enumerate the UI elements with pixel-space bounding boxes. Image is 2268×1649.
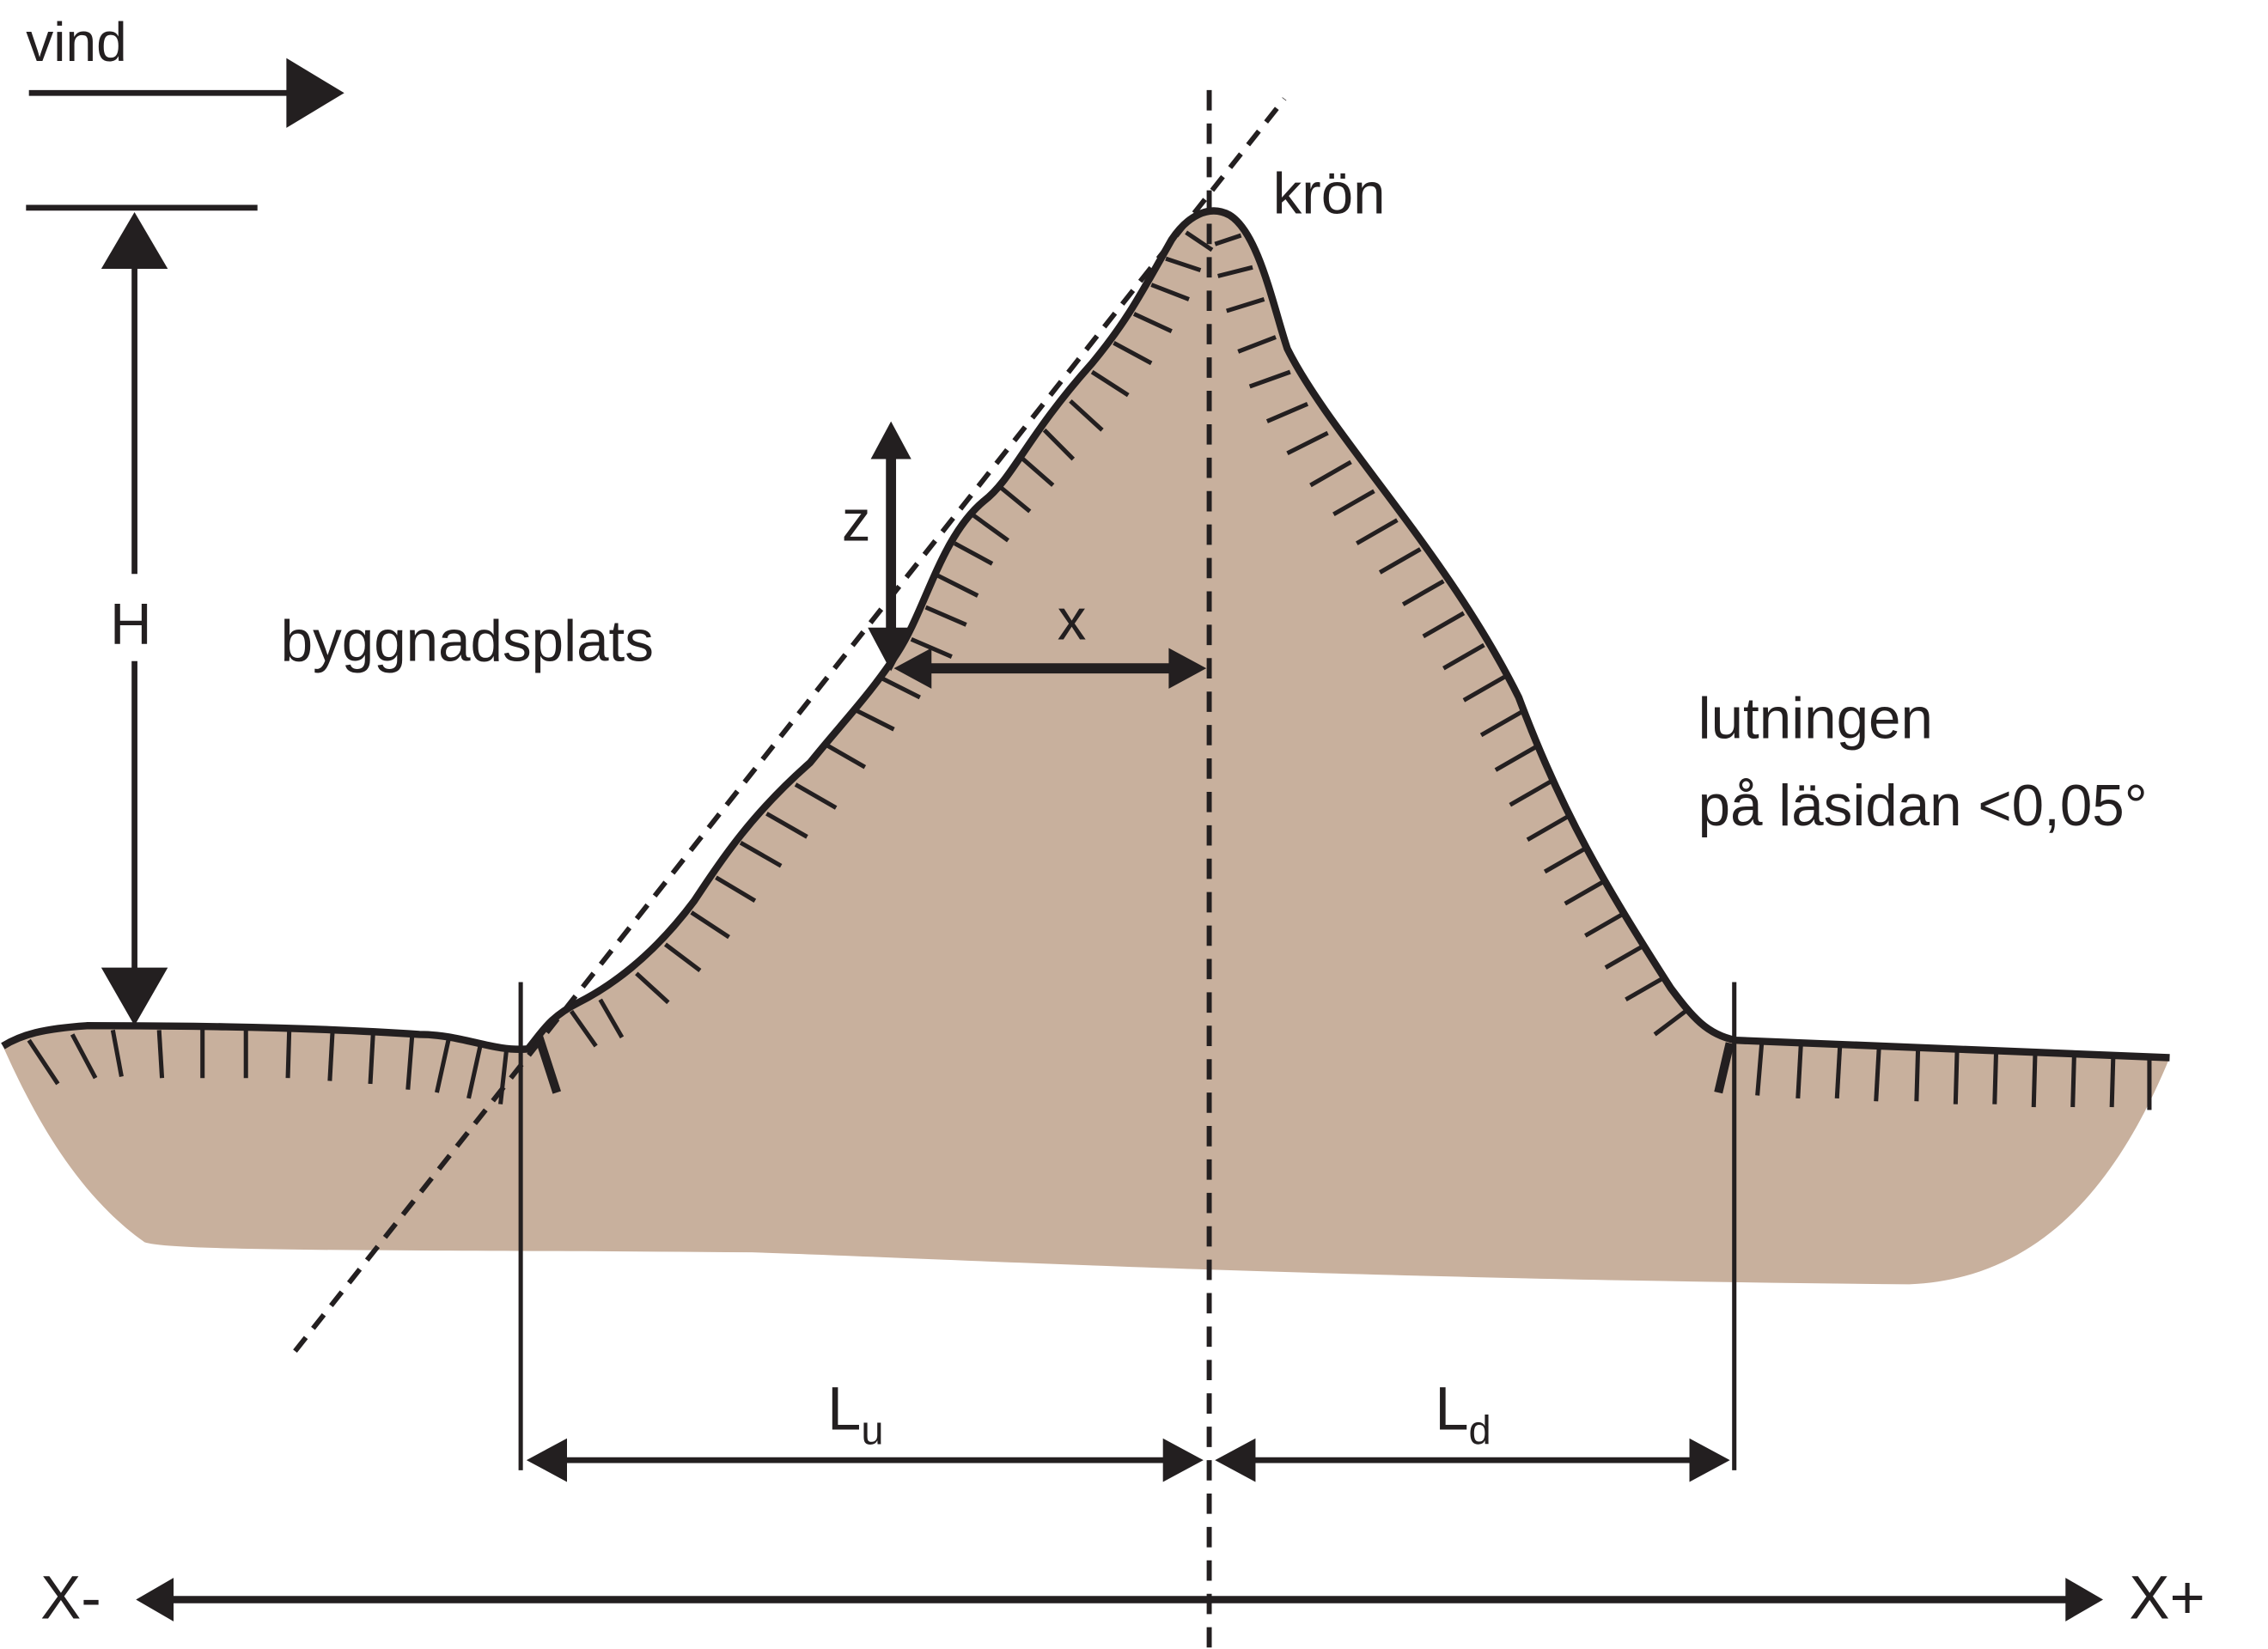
x-axis-arrow-icon [136, 1578, 2104, 1622]
Ld-label: Ld [1435, 1375, 1491, 1453]
slope-dashed-line [293, 97, 1287, 1354]
Lu-label: Lu [827, 1375, 884, 1453]
x-label: x [1058, 587, 1087, 652]
hatch-marks [27, 230, 2152, 1110]
x-plus-label: X+ [2129, 1564, 2204, 1632]
z-arrow-icon [868, 421, 915, 672]
lee-slope-label-line2: på läsidan <0,05° [1698, 774, 2148, 838]
Ld-dimension-arrow-icon [1215, 1438, 1730, 1482]
lee-slope-label-line1: lutningen [1698, 686, 1933, 751]
z-label: z [842, 489, 871, 553]
x-minus-label: X- [40, 1564, 101, 1632]
Lu-label-sub: u [861, 1408, 883, 1453]
building-site-label: byggnadsplats [281, 610, 654, 674]
Lu-label-main: L [827, 1375, 861, 1443]
Lu-dimension-arrow-icon [526, 1438, 1204, 1482]
wind-label: vind [26, 11, 126, 73]
height-label: H [110, 592, 152, 656]
x-arrow-icon [893, 648, 1207, 689]
terrain-outline [1, 207, 2170, 1062]
terrain-fill [3, 210, 2170, 1285]
height-dimension-arrow-icon [101, 211, 168, 1026]
Ld-label-sub: d [1469, 1408, 1491, 1453]
wind-arrow-icon [28, 58, 344, 128]
crest-label: krön [1273, 162, 1386, 227]
Ld-label-main: L [1435, 1375, 1468, 1443]
